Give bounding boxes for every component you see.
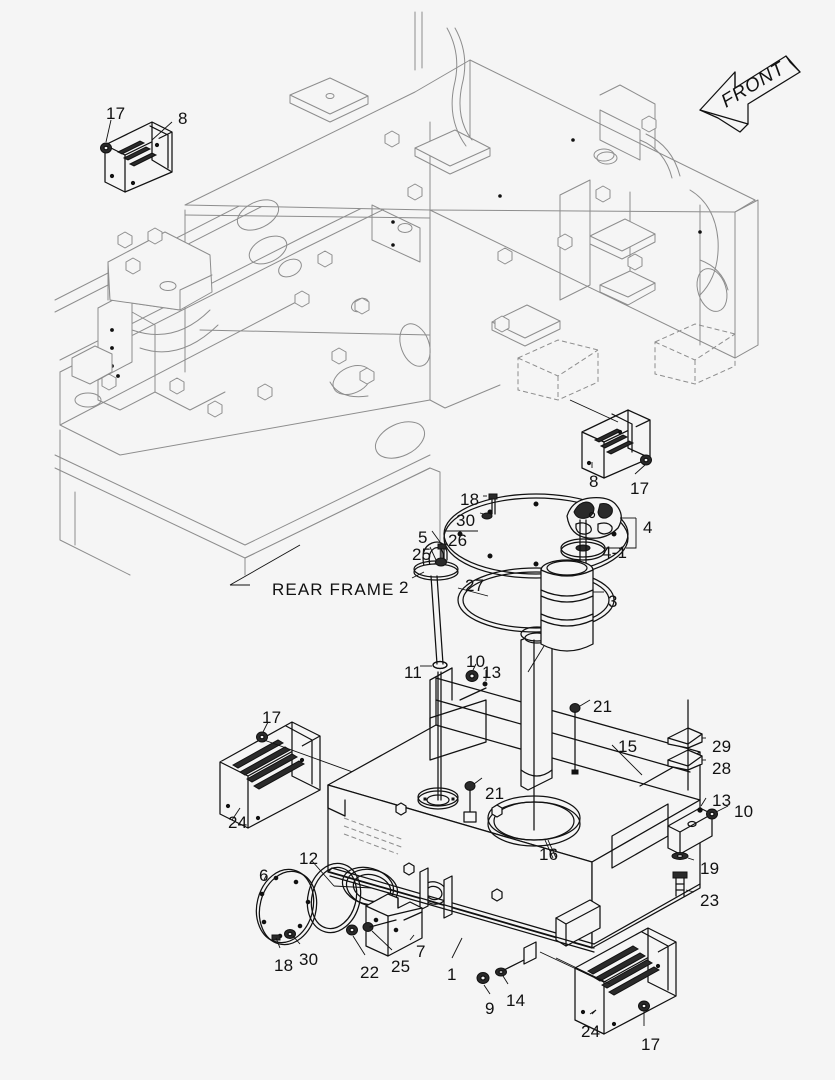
callout-11: 11 — [404, 663, 423, 682]
front-direction-arrow: FRONT — [699, 55, 801, 133]
callout-14: 14 — [506, 991, 526, 1010]
callout-28: 28 — [712, 759, 732, 778]
callout-8: 8 — [589, 472, 599, 491]
hardware-right-13-10 — [697, 807, 718, 820]
callout-17: 17 — [630, 479, 650, 498]
callout-19: 19 — [700, 859, 720, 878]
callout-21: 21 — [593, 697, 613, 716]
callout-15: 15 — [618, 737, 638, 756]
callout-25: 25 — [391, 957, 411, 976]
callout-9: 9 — [485, 999, 495, 1018]
step-bracket-8-middle-right — [569, 399, 652, 479]
callout-4_1: 4-1 — [602, 543, 628, 562]
callout-17: 17 — [262, 708, 282, 727]
brackets-28-29 — [667, 699, 703, 791]
callout-10: 10 — [734, 802, 754, 821]
step-24-right-treads — [587, 945, 660, 996]
callout-17: 17 — [641, 1035, 661, 1054]
bolt-17-middle-right — [640, 454, 652, 466]
bolt-17-upper-left — [100, 142, 112, 154]
rear-frame-assembly — [54, 11, 759, 586]
o-ring-12 — [306, 862, 362, 934]
filter-assembly — [540, 497, 622, 652]
callout-24: 24 — [228, 813, 248, 832]
bolt-17-left-step — [256, 731, 268, 743]
callout-10: 10 — [466, 652, 486, 671]
callout-29: 29 — [712, 737, 732, 756]
callout-21: 21 — [485, 784, 505, 803]
callout-1: 1 — [447, 965, 457, 984]
callout-3: 3 — [608, 592, 618, 611]
frame-bolt-heads — [101, 115, 657, 418]
tank-mount-foot-left — [555, 899, 601, 947]
suction-tube-2 — [413, 541, 459, 670]
callout-30: 30 — [299, 950, 319, 969]
callout-13: 13 — [712, 791, 732, 810]
callout-27: 27 — [465, 576, 485, 595]
clamp-10-13 — [459, 670, 488, 701]
callout-17: 17 — [106, 104, 126, 123]
callout-6: 6 — [259, 866, 269, 885]
callout-16: 16 — [539, 845, 559, 864]
step-24-bottom-right — [539, 927, 677, 1035]
step-24-left — [219, 721, 431, 829]
callout-13: 13 — [482, 663, 502, 682]
o-ring-27 — [457, 567, 615, 633]
callout-7: 7 — [416, 942, 426, 961]
fuel-tank-assembly — [327, 626, 713, 953]
callout-2: 2 — [399, 578, 409, 597]
callout-8: 8 — [178, 109, 188, 128]
callout-22: 22 — [360, 963, 380, 982]
nut-22-bolt-25 — [346, 919, 397, 936]
callout-18: 18 — [460, 490, 480, 509]
tank-mount-foot-right — [667, 807, 713, 855]
bolt-17-right-step — [638, 1000, 650, 1012]
callout-30: 30 — [456, 511, 476, 530]
bolt-18-and-washer-30 — [481, 493, 498, 520]
callout-5: 5 — [418, 528, 428, 547]
callout-4: 4 — [643, 518, 653, 537]
callout-24: 24 — [581, 1022, 601, 1041]
callout-26: 26 — [448, 531, 468, 550]
filler-neck-tube — [520, 626, 554, 791]
washer-19-bolt-23 — [671, 852, 689, 897]
callout-25: 25 — [412, 545, 432, 564]
nut-9-washer-14 — [476, 941, 537, 984]
step-bracket-8-upper-left — [100, 119, 173, 193]
callout-12: 12 — [299, 849, 319, 868]
phantom-mount-outlines — [517, 323, 736, 401]
rear-frame-label: REAR FRAME — [272, 580, 395, 599]
bracket-7 — [365, 893, 423, 957]
step-24-left-treads — [232, 739, 305, 790]
callout-18: 18 — [274, 956, 294, 975]
standoff-21-right — [569, 703, 581, 775]
standoff-21-left — [463, 781, 477, 823]
callout-23: 23 — [700, 891, 720, 910]
